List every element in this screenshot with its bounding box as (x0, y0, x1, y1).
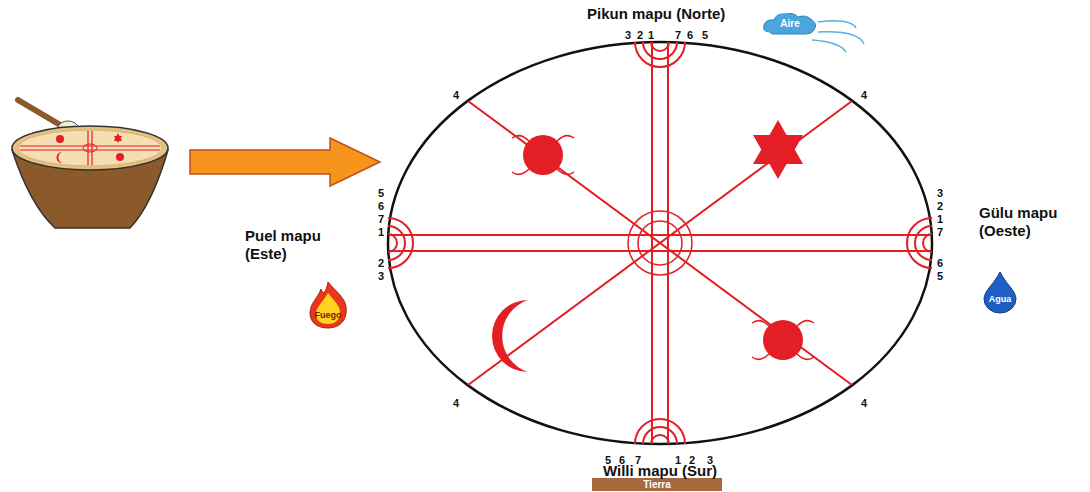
skin-star (114, 136, 122, 143)
callout-number: 4 (453, 398, 459, 409)
node-text: Aire (780, 19, 799, 29)
direction-label: Willi mapu (Sur) (603, 463, 717, 478)
node-text: Tierra (643, 480, 671, 490)
label-box: 3 (378, 266, 384, 284)
callout-number: 5 (378, 188, 384, 199)
earth-bar (592, 478, 722, 491)
drop-outline (984, 272, 1016, 313)
label-box: Willi mapu (Sur) (603, 462, 717, 480)
callout-number: 2 (937, 201, 943, 212)
label-box: 6 (687, 25, 693, 43)
label-box: 1 (648, 25, 654, 43)
label-box: 3 (937, 183, 943, 201)
label-box: 6 (378, 196, 384, 214)
flame-shape (306, 281, 350, 329)
sun-rays (512, 136, 574, 175)
callout-number: 6 (378, 201, 384, 212)
drum-stick (18, 100, 62, 126)
air-cloud: Aire (762, 12, 818, 36)
callout-number: 6 (937, 258, 943, 269)
callout-number: 5 (937, 271, 943, 282)
label-box: 2 (378, 253, 384, 271)
center-circle (638, 221, 682, 265)
callout-number: 5 (702, 30, 708, 41)
callout-number: 4 (453, 90, 459, 101)
label-box: 4 (453, 393, 459, 411)
label-box: 4 (453, 85, 459, 103)
drum-rim (12, 126, 168, 170)
callout-number: 2 (637, 30, 643, 41)
callout-number: 1 (378, 227, 384, 238)
water-drop: Agua (982, 270, 1018, 314)
flame-outer (310, 282, 346, 328)
center-circle (628, 211, 692, 275)
cross-line (651, 42, 653, 444)
star-symbol (753, 135, 803, 179)
direction-label: Pikun mapu (Norte) (587, 6, 725, 21)
south-arcs (635, 419, 685, 444)
cross-line (389, 250, 931, 252)
label-box: 6 (937, 253, 943, 271)
label-box: 3 (625, 25, 631, 43)
moon-symbol (492, 300, 528, 372)
cross-line (389, 234, 931, 236)
drum-face (388, 42, 932, 444)
callout-number: 7 (378, 214, 384, 225)
label-box: Puel mapu (Este) (245, 227, 331, 263)
fire-flame: Fuego (306, 281, 350, 329)
label-box: 4 (861, 85, 867, 103)
label-box: Pikun mapu (Norte) (587, 5, 725, 23)
skin-moon (57, 152, 62, 163)
label-box: Gülu mapu (Oeste) (979, 204, 1065, 240)
label-box: 4 (861, 393, 867, 411)
callout-number: 4 (861, 398, 867, 409)
node-text: Agua (989, 295, 1012, 304)
skin-line (91, 131, 92, 165)
label-box: 7 (378, 209, 384, 227)
cloud-outline (764, 13, 816, 34)
skin-line (20, 149, 160, 150)
callout-number: 4 (861, 90, 867, 101)
drop-shape (982, 270, 1018, 314)
diagonal-line (468, 101, 852, 385)
label-box: 7 (937, 222, 943, 240)
label-box: 7 (675, 25, 681, 43)
callout-number: 7 (937, 227, 943, 238)
label-box: 1 (937, 209, 943, 227)
label-box: 2 (637, 25, 643, 43)
skin-sun (56, 135, 64, 143)
callout-number: 3 (625, 30, 631, 41)
drum-skin (18, 130, 162, 166)
callout-number: 2 (378, 258, 384, 269)
callout-number: 1 (937, 214, 943, 225)
callout-number: 6 (687, 30, 693, 41)
direction-label: Puel mapu (Este) (245, 227, 331, 263)
skin-sun (116, 153, 124, 161)
label-box: 1 (378, 222, 384, 240)
callout-number: 3 (378, 271, 384, 282)
cross-line (667, 42, 669, 444)
sun-rays (752, 321, 814, 360)
skin-line (87, 131, 88, 165)
north-arcs (635, 42, 685, 67)
earth-bar-node: Tierra (592, 478, 722, 491)
label-box: 5 (937, 266, 943, 284)
west-arcs (907, 218, 932, 268)
label-box: 5 (702, 25, 708, 43)
wind-lines (812, 21, 864, 52)
direction-label: Gülu mapu (Oeste) (979, 204, 1065, 240)
skin-line (20, 145, 160, 146)
big-arrow (190, 138, 380, 186)
skin-center (83, 144, 97, 152)
callout-number: 1 (648, 30, 654, 41)
node-text: Fuego (315, 311, 342, 320)
callout-number: 7 (675, 30, 681, 41)
callout-number: 3 (937, 188, 943, 199)
label-box: 5 (378, 183, 384, 201)
east-arcs (388, 218, 413, 268)
diagonal-line (468, 101, 852, 385)
label-box: 2 (937, 196, 943, 214)
